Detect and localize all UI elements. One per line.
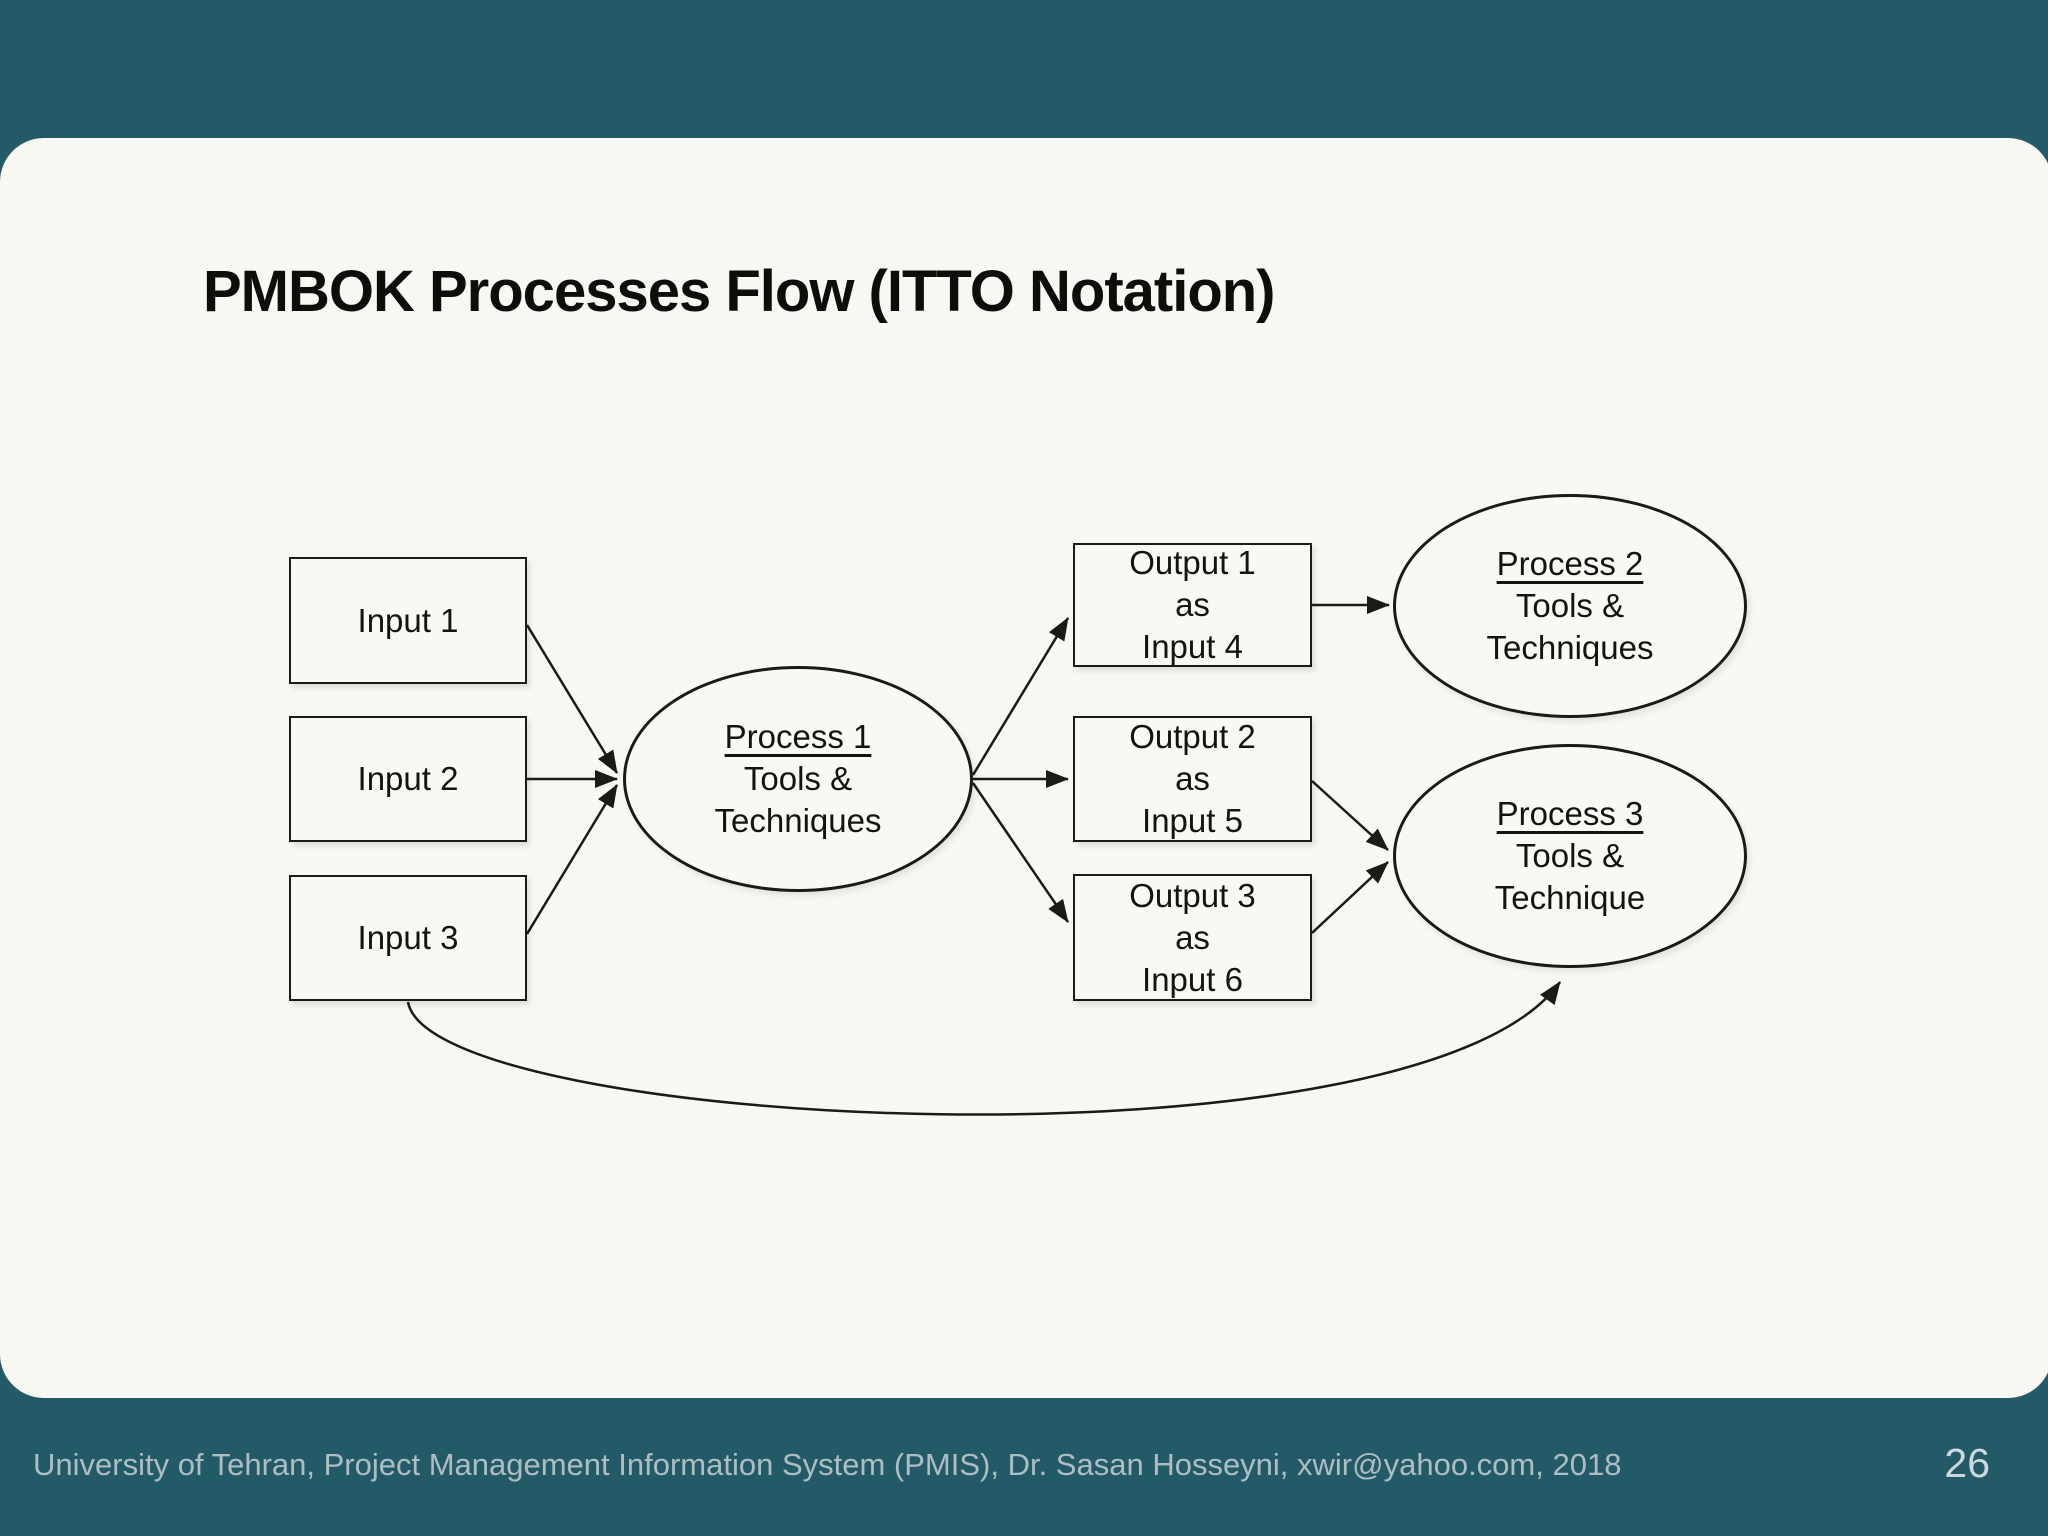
output-1-line2: as [1175, 586, 1210, 623]
output-2-line2: as [1175, 760, 1210, 797]
input-2-box: Input 2 [289, 716, 527, 842]
output-2-box: Output 2 as Input 5 [1073, 716, 1312, 842]
output-1-line3: Input 4 [1142, 628, 1243, 665]
process-1-line2: Tools & [743, 760, 853, 797]
process-1-line3: Techniques [714, 802, 882, 839]
output-3-line3: Input 6 [1142, 960, 1243, 998]
output-3-box: Output 3 as Input 6 [1073, 874, 1312, 1001]
process-2-line2: Tools & [1515, 587, 1625, 624]
output-2-line3: Input 5 [1142, 802, 1243, 839]
process-3-line3: Technique [1494, 879, 1646, 916]
process-2-name: Process 2 [1496, 545, 1644, 582]
input-1-box: Input 1 [289, 557, 527, 684]
output-2-line1: Output 2 [1129, 718, 1256, 755]
output-1-box: Output 1 as Input 4 [1073, 543, 1312, 667]
process-3-name: Process 3 [1496, 795, 1644, 832]
input-3-label: Input 3 [357, 919, 459, 956]
input-1-label: Input 1 [357, 601, 459, 639]
page-number: 26 [1944, 1440, 1990, 1486]
input-2-label: Input 2 [357, 760, 459, 797]
footer-credit: University of Tehran, Project Management… [33, 1447, 1622, 1482]
process-2-line3: Techniques [1486, 629, 1654, 666]
process-2-ellipse: Process 2 Tools & Techniques [1393, 494, 1747, 718]
slide-title: PMBOK Processes Flow (ITTO Notation) [203, 259, 1275, 324]
output-3-line2: as [1175, 918, 1210, 956]
process-3-ellipse: Process 3 Tools & Technique [1393, 744, 1747, 968]
output-3-line1: Output 3 [1129, 876, 1256, 914]
process-1-ellipse: Process 1 Tools & Techniques [623, 666, 973, 892]
process-1-name: Process 1 [724, 718, 872, 755]
output-1-line1: Output 1 [1129, 544, 1256, 581]
process-3-line2: Tools & [1515, 837, 1625, 874]
input-3-box: Input 3 [289, 875, 527, 1001]
